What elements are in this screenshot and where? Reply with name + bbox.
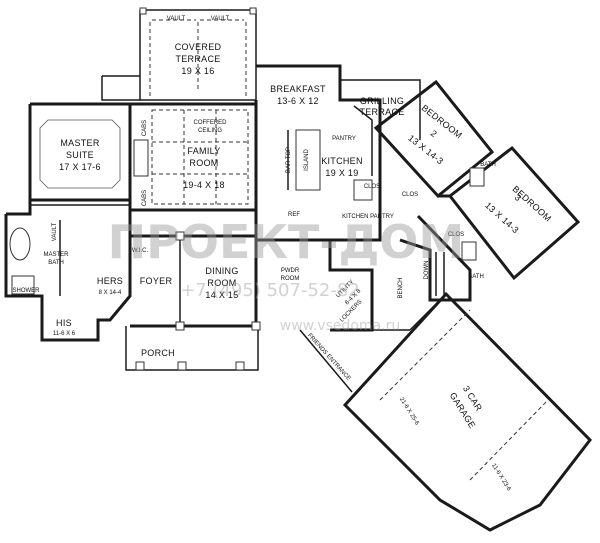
watermark-site: www.vsedoma.ru [280, 318, 400, 334]
dining-room-size: 14 X 15 [205, 290, 238, 300]
down-label: DOWN [424, 261, 430, 280]
ref-label: REF [288, 212, 300, 218]
bath-b3-label: BATH [468, 274, 484, 280]
cabs-label-1: CABS [142, 120, 148, 136]
breakfast-size: 13-6 X 12 [277, 96, 319, 106]
cabs-label-2: CABS [142, 190, 148, 206]
hers-size: 8 X 14-4 [99, 290, 122, 296]
foyer-label: FOYER [140, 276, 173, 286]
dining-room-name2: ROOM [207, 278, 236, 288]
master-suite-name2: SUITE [66, 150, 94, 160]
master-bath-name2: BATH [48, 260, 64, 266]
breakfast-name: BREAKFAST [270, 84, 326, 94]
garage-size-right: 11-6 X 23-6 [490, 463, 512, 493]
family-room-name1: FAMILY [187, 146, 220, 156]
shower-label: SHOWER [13, 288, 41, 294]
bedroom2-num: 2 [429, 128, 439, 139]
watermark-phone: +7 (495) 507-52-82 [180, 280, 360, 301]
kitchen-name: KITCHEN [321, 156, 363, 166]
coffered-ceiling-line1: COFFERED [194, 120, 228, 126]
grilling-terrace-name2: TERRACE [359, 107, 404, 117]
kitchen-pantry-label: KITCHEN PANTRY [342, 214, 394, 220]
powder-room-name2: ROOM [281, 276, 300, 282]
interior-details [9, 105, 549, 481]
grilling-terrace-name1: GRILLING [360, 96, 404, 106]
family-room-size: 19-4 X 18 [183, 180, 225, 190]
friends-entrance-label: FRIENDS ENTRANCE [306, 333, 351, 382]
master-suite-size: 17 X 17-6 [59, 162, 101, 172]
watermark: ПРОЕКТ-ДОМ +7 (495) 507-52-82 www.vsedom… [108, 215, 465, 334]
bench-label: BENCH [398, 277, 404, 298]
covered-terrace-name2: TERRACE [175, 54, 220, 64]
wic-label: W.I.C. [132, 248, 149, 254]
master-suite-name1: MASTER [60, 138, 100, 148]
bedroom3-size: 13 X 14-3 [483, 200, 521, 235]
vault-mb-label: VAULT [52, 222, 58, 241]
bath-b2-label: BATH [480, 162, 496, 168]
closet-label-3: CLOS [448, 232, 464, 238]
vault-label-right: VAULT [211, 16, 230, 22]
kitchen-size: 19 X 19 [325, 168, 358, 178]
closet-label-1: CLOS [364, 184, 380, 190]
bedroom3-num: 3 [513, 192, 524, 203]
powder-room-name1: PWDR [281, 268, 300, 274]
bedroom2-size: 13 X 14-3 [406, 133, 445, 167]
island-label: ISLAND [304, 149, 310, 171]
his-name: HIS [56, 318, 72, 328]
master-bath-name1: MASTER [43, 252, 69, 258]
bar-top-label: BAR TOP [286, 147, 292, 173]
covered-terrace-size: 19 X 16 [181, 66, 214, 76]
garage-size-left: 21-6 X 25-6 [398, 397, 420, 427]
covered-terrace-name1: COVERED [175, 42, 222, 52]
his-size: 11-6 X 6 [53, 331, 76, 337]
dining-room-name1: DINING [205, 266, 238, 276]
watermark-brand: ПРОЕКТ-ДОМ [108, 215, 465, 269]
vault-label-left: VAULT [167, 16, 186, 22]
family-room-name2: ROOM [189, 158, 218, 168]
pantry-label: PANTRY [332, 136, 356, 142]
porch-label: PORCH [141, 348, 175, 358]
hers-name: HERS [97, 276, 123, 286]
coffered-ceiling-line2: CEILING [198, 128, 222, 134]
closet-label-2: CLOS [402, 192, 418, 198]
bedroom3-name: BEDROOM [511, 184, 554, 224]
house-walls [4, 64, 592, 532]
